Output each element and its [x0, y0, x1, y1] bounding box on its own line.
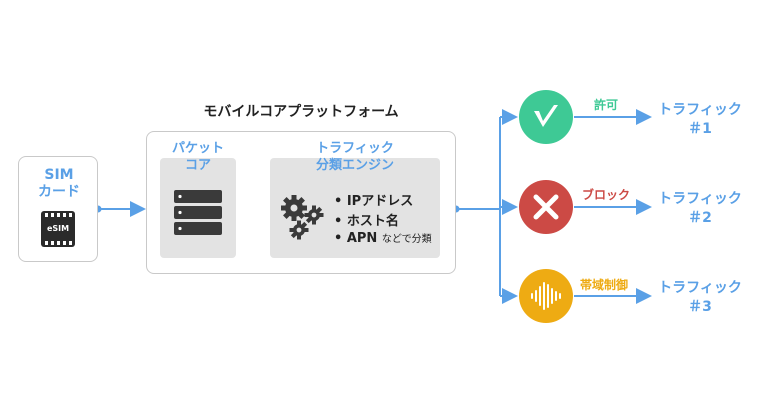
sim-card-box: SIM カード eSIM [18, 156, 98, 262]
esim-chip-icon: eSIM [41, 211, 75, 247]
packet-core-panel [160, 158, 236, 258]
traffic-2-label: トラフィック ＃2 [658, 191, 742, 226]
esim-chip-label: eSIM [46, 224, 70, 233]
throttle-circle [519, 269, 573, 323]
core-platform-title: モバイルコアプラットフォーム [203, 104, 399, 120]
block-label: ブロック [582, 188, 631, 202]
bullet-apn-suffix: などで分類 [381, 234, 432, 245]
packet-core-title: パケット コア [171, 141, 224, 173]
server-icon [174, 190, 222, 235]
traffic-3-label: トラフィック ＃3 [658, 280, 742, 315]
bullet-ip-address-text: IPアドレス [346, 194, 414, 209]
bullet-apn: • APN などで分類 [334, 231, 432, 246]
bullet-hostname: • ホスト名 [334, 214, 399, 229]
chip-pins-icon [45, 213, 72, 245]
sound-wave-icon [531, 282, 561, 310]
cross-icon [533, 194, 559, 220]
throttle-label: 帯域制御 [580, 278, 629, 292]
bullet-apn-text: APN [346, 231, 378, 246]
classification-engine-title: トラフィック 分類エンジン [315, 141, 394, 173]
traffic-1-label: トラフィック ＃1 [658, 102, 742, 137]
bullet-hostname-text: ホスト名 [346, 214, 399, 229]
bullet-ip-address: • IPアドレス [334, 194, 414, 209]
allow-circle [519, 90, 573, 144]
gears-icon [281, 195, 324, 240]
sim-card-title: SIM カード [38, 167, 80, 200]
check-icon [534, 105, 558, 127]
allow-label: 許可 [594, 98, 619, 112]
block-circle [519, 180, 573, 234]
classification-engine-panel [270, 158, 440, 258]
